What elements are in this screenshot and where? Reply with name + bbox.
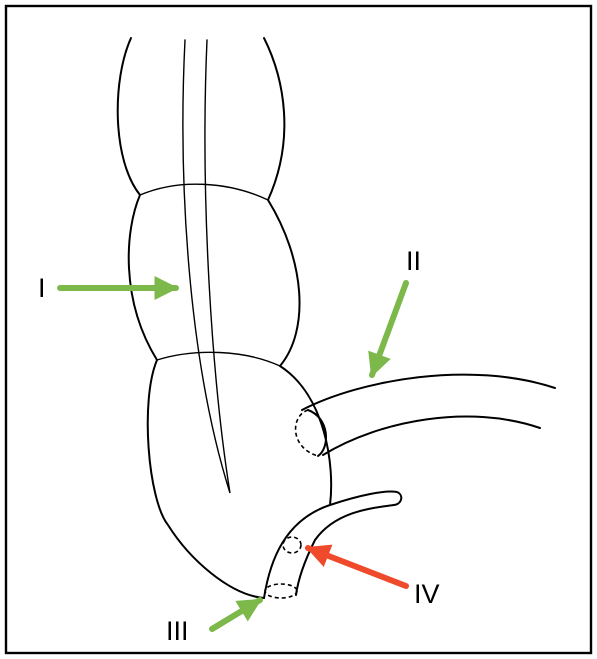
arrow-iv [305,544,409,589]
label-ii: II [406,246,421,276]
label-i: I [38,273,46,303]
figure-border [4,4,593,655]
junction-ellipse [294,409,328,457]
tapered-strand [182,39,231,494]
curved-tube [263,490,403,599]
label-iii: III [166,616,189,646]
colon-segment-outline [116,37,333,599]
arrow-ii [368,280,409,378]
label-iv: IV [414,579,440,609]
arrow-iii [209,597,263,632]
right-tube [301,373,556,456]
